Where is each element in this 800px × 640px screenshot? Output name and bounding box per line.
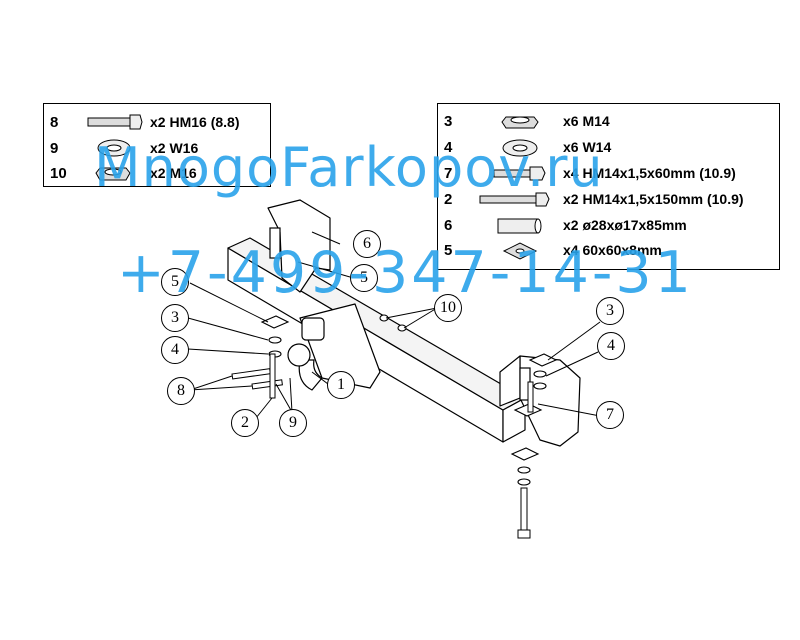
nut-icon	[86, 162, 144, 189]
callout-1: 1	[327, 371, 355, 399]
part-spec: x4 60x60x8mm	[563, 242, 662, 258]
part-number: 5	[444, 242, 453, 259]
legend-row-9: 9 x2 W16	[44, 136, 270, 160]
spring-washer-icon	[490, 136, 550, 163]
parts-legend-right: 3 x6 M14 4 x6 W14 7 x4 HM14x1,5x60mm (10…	[437, 103, 780, 270]
nut-10b	[397, 324, 407, 332]
part-number: 8	[50, 114, 59, 131]
part-spec: x6 M14	[563, 113, 610, 129]
callout-6: 6	[353, 230, 381, 258]
washer-right-a	[533, 370, 547, 378]
bolt-7	[527, 381, 534, 413]
part-spec: x2 HM14x1,5x150mm (10.9)	[563, 191, 744, 207]
tow-ball	[287, 343, 311, 367]
long-bolt-icon	[478, 188, 552, 215]
spring-washer-icon	[86, 137, 144, 164]
washer-left-a	[268, 336, 282, 344]
plate-right-top	[528, 353, 558, 367]
part-spec: x2 W16	[150, 140, 199, 156]
callout-4: 4	[161, 336, 189, 364]
bolt-8a	[231, 368, 271, 380]
part-number: 3	[444, 113, 453, 130]
callout-8: 8	[167, 377, 195, 405]
washer-bottom-a	[517, 466, 531, 474]
callout-7: 7	[596, 401, 624, 429]
bolt-icon	[86, 111, 144, 136]
square-plate-icon	[490, 239, 550, 266]
callout-10: 10	[434, 294, 462, 322]
socket-box	[301, 317, 325, 341]
part-number: 4	[444, 139, 453, 156]
part-spec: x2 M16	[150, 165, 197, 181]
nut-icon	[490, 110, 550, 137]
washer-right-b	[533, 382, 547, 390]
callout-5: 5	[161, 268, 189, 296]
legend-row-5: 5 x4 60x60x8mm	[438, 238, 779, 262]
bolt-bottom	[520, 487, 528, 533]
callout-4: 4	[597, 332, 625, 360]
legend-row-10: 10 x2 M16	[44, 161, 270, 185]
plate-left-top	[260, 315, 290, 329]
plate-bottom	[510, 447, 540, 461]
legend-row-6: 6 x2 ø28xø17x85mm	[438, 213, 779, 237]
legend-row-4: 4 x6 W14	[438, 135, 779, 159]
right-bracket-side	[499, 355, 521, 407]
right-bracket	[519, 355, 581, 447]
part-number: 6	[444, 217, 453, 234]
part-number: 9	[50, 140, 59, 157]
ball-neck	[298, 359, 323, 391]
spacer-tube-icon	[490, 214, 550, 241]
part-spec: x2 HM16 (8.8)	[150, 114, 240, 130]
part-number: 2	[444, 191, 453, 208]
part-number: 10	[50, 165, 67, 182]
legend-row-2: 2 x2 HM14x1,5x150mm (10.9)	[438, 187, 779, 211]
legend-row-8: 8 x2 HM16 (8.8)	[44, 110, 270, 134]
washer-bottom-b	[517, 478, 531, 486]
callout-3: 3	[161, 304, 189, 332]
bolt-bottom-head	[517, 529, 531, 539]
part-spec: x2 ø28xø17x85mm	[563, 217, 687, 233]
parts-legend-left: 8 x2 HM16 (8.8) 9 x2 W16 10 x2 M16	[43, 103, 271, 187]
callout-5: 5	[350, 264, 378, 292]
part-number: 7	[444, 165, 453, 182]
bolt-2	[269, 353, 276, 399]
bolt-icon	[490, 162, 550, 189]
callout-2: 2	[231, 409, 259, 437]
legend-row-7: 7 x4 HM14x1,5x60mm (10.9)	[438, 161, 779, 185]
spacer-tube-left	[269, 227, 281, 259]
legend-row-3: 3 x6 M14	[438, 109, 779, 133]
part-spec: x4 HM14x1,5x60mm (10.9)	[563, 165, 736, 181]
part-spec: x6 W14	[563, 139, 612, 155]
callout-3: 3	[596, 297, 624, 325]
callout-9: 9	[279, 409, 307, 437]
